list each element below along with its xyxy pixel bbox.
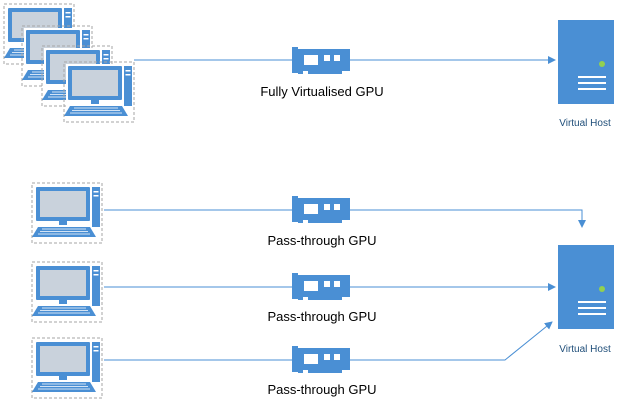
server-tower-icon xyxy=(558,20,614,104)
connector-arrow xyxy=(350,321,553,361)
desktop-computer-icon xyxy=(63,61,135,123)
gpu-card-icon xyxy=(292,47,350,74)
passthrough-row-3: Pass-through GPU xyxy=(31,321,553,399)
server-tower-icon xyxy=(558,245,614,329)
passthrough-row-1: Pass-through GPU xyxy=(31,182,586,248)
desktop-computer-icon xyxy=(31,182,103,244)
gpu-card-icon xyxy=(292,346,350,373)
pass-through-gpu-label: Pass-through GPU xyxy=(267,309,376,324)
top-client-stack xyxy=(3,3,135,123)
pass-through-gpu-label: Pass-through GPU xyxy=(267,233,376,248)
virtual-host-label: Virtual Host xyxy=(559,344,611,355)
virtual-host-label: Virtual Host xyxy=(559,118,611,129)
connector-arrow xyxy=(350,209,586,228)
desktop-computer-icon xyxy=(31,261,103,323)
fully-virtualised-gpu-label: Fully Virtualised GPU xyxy=(260,84,383,99)
gpu-card-icon xyxy=(292,196,350,223)
passthrough-row-2: Pass-through GPU xyxy=(31,261,556,324)
gpu-card-icon xyxy=(292,273,350,300)
desktop-computer-icon xyxy=(31,337,103,399)
pass-through-gpu-label: Pass-through GPU xyxy=(267,382,376,397)
